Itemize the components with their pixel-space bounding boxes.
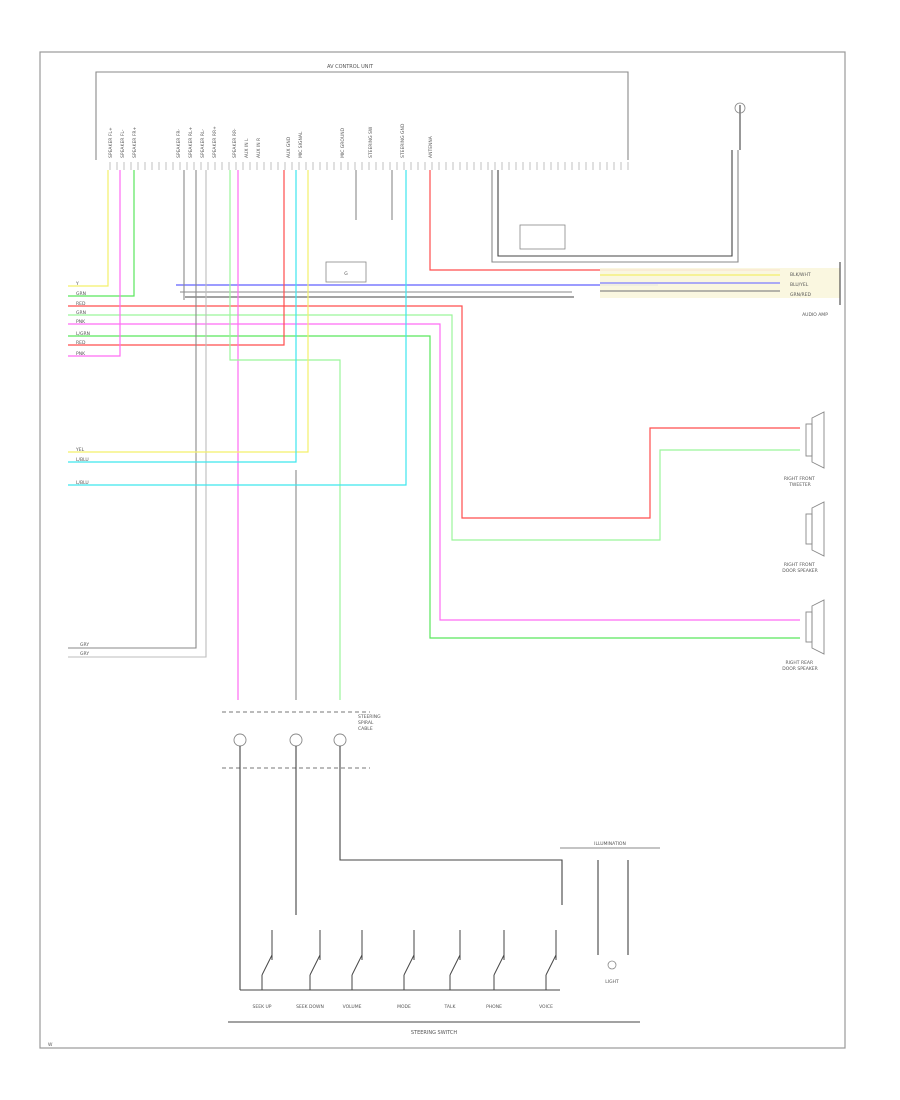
- left-wire-label: Y: [75, 281, 79, 287]
- wire-gray-down-2: [68, 170, 207, 658]
- rear-speaker-label: RIGHT REAR DOOR SPEAKER: [782, 660, 818, 672]
- mid-speaker-label: RIGHT FRONT DOOR SPEAKER: [782, 562, 818, 574]
- mid-wire-label: L/BLU: [76, 457, 89, 463]
- harness-ground-block: [325, 261, 367, 283]
- switch-label: SEEK DOWN: [296, 1004, 324, 1010]
- switch-label: TALK: [444, 1004, 457, 1010]
- wire-red-left-long: [68, 305, 800, 519]
- left-wire-bundle: [68, 170, 800, 639]
- wire-red-upper-right: [429, 170, 780, 271]
- mid-wire-label: L/BLU: [76, 480, 89, 486]
- steering-switch: VOLUME: [343, 930, 363, 1010]
- head-unit-pin-labels: SPEAKER FL+ SPEAKER FL- SPEAKER FR+ SPEAKER…: [108, 123, 434, 158]
- switch-label: VOLUME: [343, 1004, 362, 1010]
- speaker-rear-door: [805, 599, 825, 655]
- front-speaker-label-line1: RIGHT FRONT: [784, 476, 815, 482]
- amp-connector: [519, 224, 566, 250]
- pin-label: SPEAKER FL+: [108, 127, 114, 158]
- switch-label: VOICE: [539, 1004, 553, 1010]
- wire-yellow-left: [68, 170, 109, 287]
- left-wire-labels: Y GRN RED GRN PNK L/GRN RED PNK: [75, 281, 90, 357]
- pin-label: SPEAKER FL-: [120, 129, 126, 158]
- front-speaker-label: RIGHT FRONT TWEETER: [784, 476, 816, 488]
- steering-switch: VOICE: [539, 930, 557, 1010]
- pin-label: ANTENNA: [428, 135, 434, 158]
- pin-label: STEERING GND: [400, 123, 406, 158]
- pin-label: SPEAKER FR-: [176, 129, 182, 158]
- wire-lightgreen-left-long: [68, 335, 800, 639]
- left-wire-label: GRN: [76, 310, 86, 316]
- switch-label: MODE: [397, 1004, 411, 1010]
- steering-switch: PHONE: [486, 930, 505, 1010]
- bottom-left-label-1: GRY: [80, 642, 89, 648]
- pin-label: SPEAKER RL-: [200, 129, 206, 158]
- amp-loop-outer: [491, 150, 739, 263]
- wire-cyan-mid-2: [68, 170, 407, 486]
- pin-label: SPEAKER FR+: [132, 126, 138, 158]
- head-unit-outline: [95, 71, 629, 160]
- pin-label: AUX GND: [286, 136, 292, 158]
- pin-label: SPEAKER RR-: [232, 128, 238, 158]
- left-wire-label: PNK: [76, 319, 86, 325]
- pin-label: SPEAKER RR+: [212, 126, 218, 158]
- switch-label: PHONE: [486, 1004, 502, 1010]
- steering-switch-box: SEEK UP SEEK DOWN VOLUME MODE TALK PHONE VOICE: [240, 930, 560, 1010]
- wire-pink-left-long: [68, 323, 800, 621]
- left-wire-label: PNK: [76, 351, 86, 357]
- light-label: LIGHT: [605, 979, 619, 985]
- illumination-label: ILLUMINATION: [594, 841, 626, 847]
- spiral-terminal-1: [233, 733, 247, 747]
- pin-label: MIC GROUND: [340, 127, 346, 158]
- wire-green-left-long: [68, 314, 800, 541]
- wire-pink-left-short: [68, 170, 121, 357]
- wire-gray-down-1: [68, 170, 197, 649]
- harness-ground-label: G: [344, 271, 348, 277]
- speaker-mid-door: [805, 501, 825, 557]
- upper-right-label-3: GRN/RED: [790, 292, 811, 298]
- left-wire-label: RED: [76, 301, 86, 307]
- spiral-terminal-3: [333, 733, 347, 747]
- bottom-left-label-2: GRY: [80, 651, 89, 657]
- pin-label: STEERING SW: [368, 126, 374, 158]
- spiral-terminal-2: [289, 733, 303, 747]
- pin-label: MIC SIGNAL: [298, 131, 304, 158]
- left-wire-label: RED: [76, 340, 86, 346]
- steering-switch: SEEK UP: [253, 930, 273, 1010]
- pin-label: SPEAKER RL+: [188, 127, 194, 158]
- upper-right-label-2: BLU/YEL: [790, 282, 809, 288]
- pin-label: AUX IN L: [244, 138, 250, 158]
- front-speaker-label-line2: TWEETER: [788, 482, 811, 488]
- amp-loop-inner: [497, 150, 733, 257]
- switch-label: SEEK UP: [253, 1004, 272, 1010]
- switch-box-label: STEERING SWITCH: [411, 1030, 458, 1036]
- page-id: W: [48, 1042, 53, 1048]
- upper-right-connector-label: AUDIO AMP: [802, 312, 828, 318]
- wire-green-down: [229, 170, 341, 700]
- wire-red-left-short: [68, 170, 285, 346]
- steering-switch: MODE: [397, 930, 415, 1010]
- spiral-cable-label: STEERING SPIRAL CABLE: [358, 714, 382, 732]
- speaker-front-tweeter: [805, 411, 825, 469]
- antenna-icon: [734, 102, 746, 114]
- wire-green-left: [68, 170, 135, 297]
- mid-wire-labels: YEL L/BLU L/BLU: [75, 447, 89, 486]
- steering-switch: SEEK DOWN: [296, 930, 324, 1010]
- pin-label: AUX IN R: [256, 138, 262, 158]
- wire-cyan-mid-1: [68, 170, 297, 463]
- wire-below-spiral-3: [339, 746, 563, 905]
- diagram-frame: [39, 51, 846, 1049]
- left-wire-label: GRN: [76, 291, 86, 297]
- left-wire-label: L/GRN: [76, 331, 90, 337]
- head-unit-label: AV CONTROL UNIT: [327, 64, 374, 70]
- upper-right-label-1: BLK/WHT: [790, 272, 811, 278]
- pin-stubs: [109, 162, 629, 170]
- steering-switch: TALK: [444, 930, 461, 1010]
- light-bulb-icon: [607, 960, 617, 970]
- wire-yellow-mid: [68, 170, 309, 453]
- mid-wire-label: YEL: [75, 447, 85, 453]
